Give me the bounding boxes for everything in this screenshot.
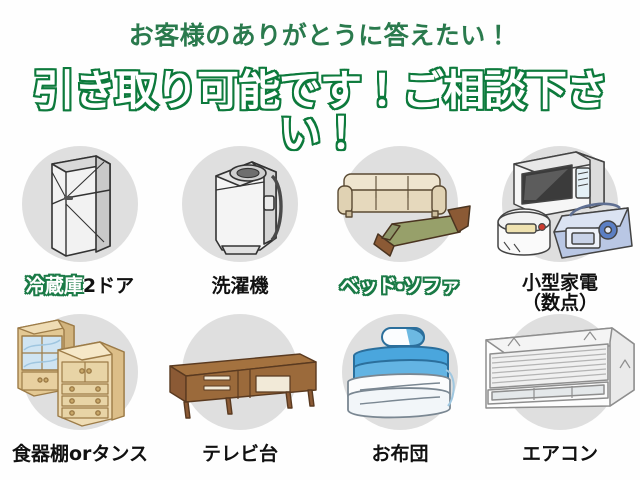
item-label-seg-2: 2ドア <box>82 275 135 297</box>
item-label-line-1: 小型家電 <box>521 272 598 295</box>
item-label: 小型家電 （数点） <box>480 272 640 315</box>
item-label: エアコン <box>480 445 640 464</box>
item-cell-small-appliances[interactable]: 小型家電 （数点） <box>480 142 640 313</box>
headline-line-2: い！ <box>277 108 364 158</box>
item-label: ベッド・ソファ <box>320 277 480 296</box>
item-label: テレビ台 <box>160 445 320 464</box>
headline-line-1: 引き取り可能です！ご相談下さ <box>31 66 610 115</box>
washing-machine-icon <box>160 142 320 268</box>
item-row-1: 冷蔵庫2ドア <box>0 142 640 313</box>
item-label: 食器棚orタンス <box>0 445 160 464</box>
item-cell-bed-sofa[interactable]: ベッド・ソファ <box>320 142 480 302</box>
item-label: 冷蔵庫2ドア <box>0 277 160 296</box>
item-label: 洗濯機 <box>160 277 320 296</box>
item-label-seg-1: お布団 <box>371 443 429 465</box>
item-label-seg-1: 冷蔵庫 <box>25 275 83 297</box>
item-label-seg-1: 洗濯機 <box>211 275 269 297</box>
item-label-seg-1: エアコン <box>521 443 598 465</box>
cupboard-dresser-icon <box>0 310 160 436</box>
item-cell-futon[interactable]: お布団 <box>320 310 480 470</box>
item-cell-tv-stand[interactable]: テレビ台 <box>160 310 320 470</box>
air-conditioner-icon <box>480 310 640 436</box>
tv-stand-icon <box>160 310 320 436</box>
item-label-seg-1: テレビ台 <box>201 443 278 465</box>
item-label-line-2: （数点） <box>521 292 598 315</box>
item-cell-refrigerator[interactable]: 冷蔵庫2ドア <box>0 142 160 302</box>
item-grid: 冷蔵庫2ドア <box>0 142 640 480</box>
item-label-seg-1: ベッド・ソファ <box>339 275 461 297</box>
item-cell-washing-machine[interactable]: 洗濯機 <box>160 142 320 302</box>
refrigerator-icon <box>0 142 160 268</box>
small-appliances-icon <box>480 142 640 268</box>
headline-block: 引き取り可能です！ご相談下さ い！ <box>0 66 640 158</box>
item-label: お布団 <box>320 445 480 464</box>
futon-icon <box>320 310 480 436</box>
item-label-seg-1: 食器棚orタンス <box>11 443 149 465</box>
item-row-2: 食器棚orタンス <box>0 310 640 470</box>
item-cell-air-conditioner[interactable]: エアコン <box>480 310 640 470</box>
tagline-text: お客様のありがとうに答えたい！ <box>128 21 512 50</box>
item-cell-cupboard-dresser[interactable]: 食器棚orタンス <box>0 310 160 470</box>
bed-sofa-icon <box>320 142 480 268</box>
